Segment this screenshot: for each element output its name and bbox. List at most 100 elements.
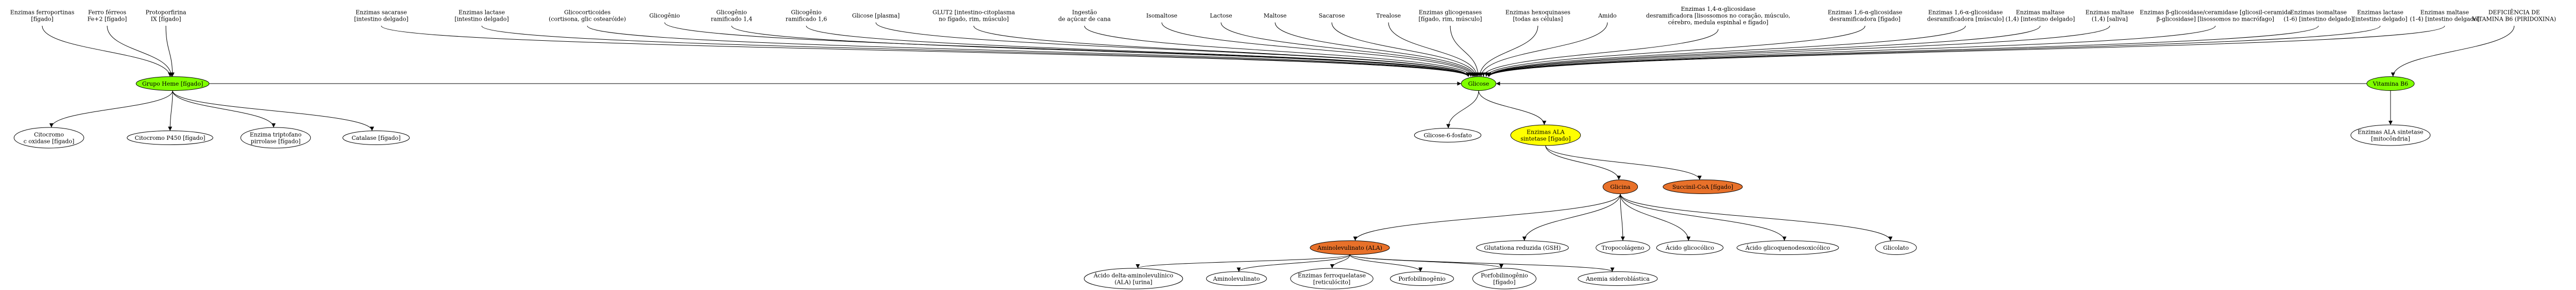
node-label: Sacarose: [1319, 12, 1345, 19]
node-label: Ácido glicocólico: [1665, 244, 1715, 251]
node-shape: [127, 131, 213, 145]
node-label: Ácido delta-aminolevulínico: [1093, 272, 1174, 279]
node-label: Enzimas isomaltase: [2290, 9, 2347, 16]
node-shape: [13, 127, 84, 149]
node-catalase: Catalase [fígado]: [342, 131, 410, 145]
node-sacarose: Sacarose: [1319, 12, 1345, 19]
node-label: Enzimas ferroportinas: [10, 9, 75, 16]
node-label: Enzimas 1,6-α-glicosidase: [1928, 9, 2003, 16]
edge-lactase-to-glicose: [481, 25, 1470, 77]
node-maltase-c: Enzimas maltase(1-4) [intestino delgado]: [2410, 9, 2479, 23]
node-label: [reticulócito]: [1313, 279, 1350, 286]
edge-glicosidase-c-to-glicose: [1486, 25, 1966, 77]
node-label: c oxidase [fígado]: [24, 138, 75, 145]
node-label: Amido: [1598, 12, 1617, 19]
node-label: Vitamina B6: [2372, 80, 2408, 87]
edge-grupo-heme-to-catalase: [172, 90, 375, 131]
node-shape: [1663, 180, 1743, 194]
node-label: desramificadora [músculo]: [1927, 16, 2004, 23]
node-shape: [240, 127, 311, 149]
edge-glicina-to-acido-glicocolico: [1620, 194, 1691, 241]
edge-protoporfirina-to-grupo-heme: [165, 25, 175, 77]
edge-aminolevulinato-to-aminolevulinato2: [1236, 254, 1350, 272]
node-glicosidase-a: Enzimas 1,4-α-glicosidasedesramificadora…: [1646, 6, 1790, 26]
node-label: DEFICIÊNCIA DE: [2488, 9, 2540, 16]
node-label: [mitocôndria]: [2371, 136, 2410, 142]
node-label: (1-4) [intestino delgado]: [2410, 16, 2479, 23]
node-label: Ingestão: [1072, 9, 1097, 16]
node-tropocolageno: Tropocolágeno: [1596, 240, 1650, 255]
edge-glicocorticoides-to-glicose: [587, 25, 1470, 77]
node-label: Glicolato: [1883, 245, 1909, 251]
node-label: [intestino delgado]: [2353, 16, 2407, 23]
node-glutationa: Glutationa reduzida (GSH): [1476, 240, 1569, 255]
edges-layer: [42, 22, 2515, 272]
edge-ala-sintase-to-glicina: [1545, 145, 1621, 180]
node-label: Enzimas maltase: [2086, 9, 2134, 16]
node-sacarase: Enzimas sacarase[intestino delgado]: [354, 9, 408, 23]
edge-maltase-c-to-glicose: [1487, 25, 2445, 77]
node-label: Enzimas ALA sintetase: [2358, 129, 2424, 136]
node-label: Tropocolágeno: [1602, 245, 1645, 251]
node-glicolato: Glicolato: [1875, 240, 1917, 255]
node-label: cérebro, medula espinhal e fígado]: [1668, 19, 1769, 26]
node-label: (cortisona, glic ostearóide): [549, 16, 626, 23]
node-label: [fígado]: [31, 16, 53, 23]
edge-glicogenase-to-glicose: [1450, 25, 1480, 77]
node-glicose: Glicose: [1461, 76, 1497, 91]
node-label: [intestino delgado]: [454, 16, 509, 23]
node-label: Maltose: [1264, 12, 1287, 19]
edge-glicosidase-b-to-glicose: [1484, 25, 1866, 77]
edge-isomaltase-to-glicose: [1487, 25, 2319, 77]
node-label: Enzimas maltase: [2016, 9, 2064, 16]
node-label: [fígado, rim, músculo]: [1418, 16, 1482, 23]
node-label: ramificado 1,4: [711, 16, 752, 23]
node-label: Succinil-CoA [fígado]: [1672, 184, 1733, 190]
node-label: Citocromo P450 [fígado]: [135, 135, 206, 141]
node-shape: [1206, 271, 1267, 286]
edge-glicosidase-a-to-glicose: [1481, 29, 1719, 77]
node-acido-glicoq: Ácido glicoquenodesoxicólico: [1736, 240, 1839, 255]
node-label: (ALA) [urina]: [1114, 279, 1152, 286]
node-shape: [1875, 240, 1917, 255]
edge-maltase-a-to-glicose: [1487, 25, 2041, 77]
edge-lactase-b-to-glicose: [1487, 25, 2381, 77]
node-hexoquinase: Enzimas hexoquinases[todas as células]: [1505, 9, 1570, 23]
node-ferro-heme: Enzimas ferroportinas[fígado]: [10, 9, 75, 23]
node-shape: [2350, 124, 2431, 146]
node-glicogenase: Enzimas glicogenases[fígado, rim, múscul…: [1418, 9, 1482, 23]
node-label: [fígado]: [1493, 279, 1515, 286]
node-anemia: Anemia sideroblástica: [1578, 271, 1658, 286]
node-glicosidase-b: Enzimas 1,6-α-glicosidasedesramificadora…: [1828, 9, 1903, 23]
edge-maltose-to-glicose: [1275, 22, 1477, 77]
node-shape: [1310, 240, 1390, 255]
node-maltose: Maltose: [1264, 12, 1287, 19]
edge-glicose-to-glicose6: [1446, 90, 1479, 128]
edge-trealose-to-glicose: [1388, 22, 1479, 77]
node-label: Glicogênio: [649, 12, 680, 19]
edge-aminolevulinato-to-ferroquelatase: [1330, 254, 1350, 269]
node-label: pirrolase [fígado]: [251, 138, 301, 145]
node-label: Trealose: [1376, 12, 1401, 19]
node-label: IX [fígado]: [150, 16, 181, 23]
node-label: Glicose-6-fosfato: [1423, 132, 1472, 139]
node-amido: Amido: [1598, 12, 1617, 19]
node-glicose-plasma: Glicose [plasma]: [852, 12, 900, 19]
node-label: Enzimas β-glicosidase/ceramidase [glicos…: [2140, 9, 2291, 16]
node-label: Enzima triptofano: [250, 132, 302, 138]
node-shape: [1736, 240, 1839, 255]
node-label: (1,4) [intestino delgado]: [2006, 16, 2075, 23]
node-label: ramificado 1,6: [786, 16, 827, 23]
node-trealose: Trealose: [1376, 12, 1401, 19]
edge-glicina-to-aminolevulinato: [1353, 194, 1621, 241]
node-shape: [1461, 76, 1497, 91]
node-label: Enzimas ferroquelatase: [1298, 272, 1366, 279]
node-shape: [2366, 76, 2415, 91]
node-shape: [1472, 268, 1537, 289]
node-shape: [1290, 268, 1374, 289]
